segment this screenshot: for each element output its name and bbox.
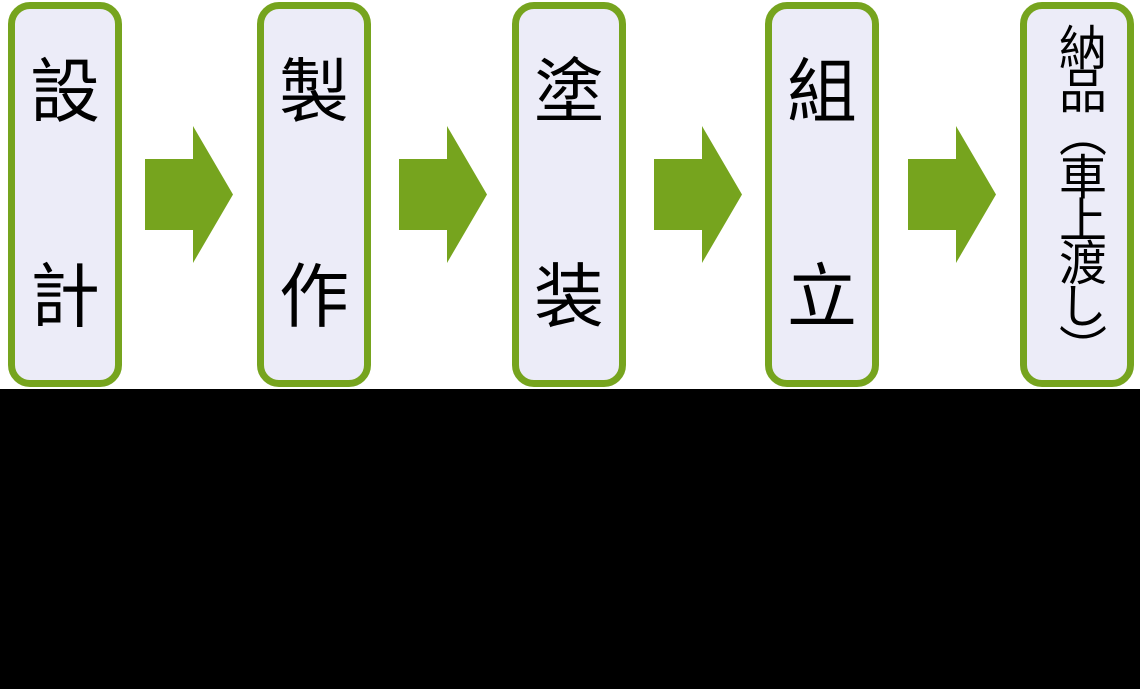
arrow-right-icon [908,126,996,263]
arrow-right-icon [399,126,487,263]
step-box-painting: 塗 装 [512,2,626,387]
step-label-char: 組 [787,53,857,131]
step-label-char: 塗 [534,53,604,131]
step-label-char: 立 [787,258,857,336]
step-label-char: 装 [534,258,604,336]
step-box-assembly: 組 立 [765,2,879,387]
flow-arrow [145,126,233,263]
step-label-char: 設 [30,53,100,131]
flow-arrow [908,126,996,263]
step-box-delivery: 納品（車上渡し） [1020,2,1134,387]
arrow-right-icon [145,126,233,263]
step-label-char: 製 [279,53,349,131]
step-box-design: 設 計 [8,2,122,387]
step-label: 納品（車上渡し） [1051,22,1104,367]
step-box-fabrication: 製 作 [257,2,371,387]
flow-arrow [399,126,487,263]
flow-arrow [654,126,742,263]
step-label-char: 計 [30,258,100,336]
arrow-right-icon [654,126,742,263]
step-label-char: 作 [279,258,349,336]
